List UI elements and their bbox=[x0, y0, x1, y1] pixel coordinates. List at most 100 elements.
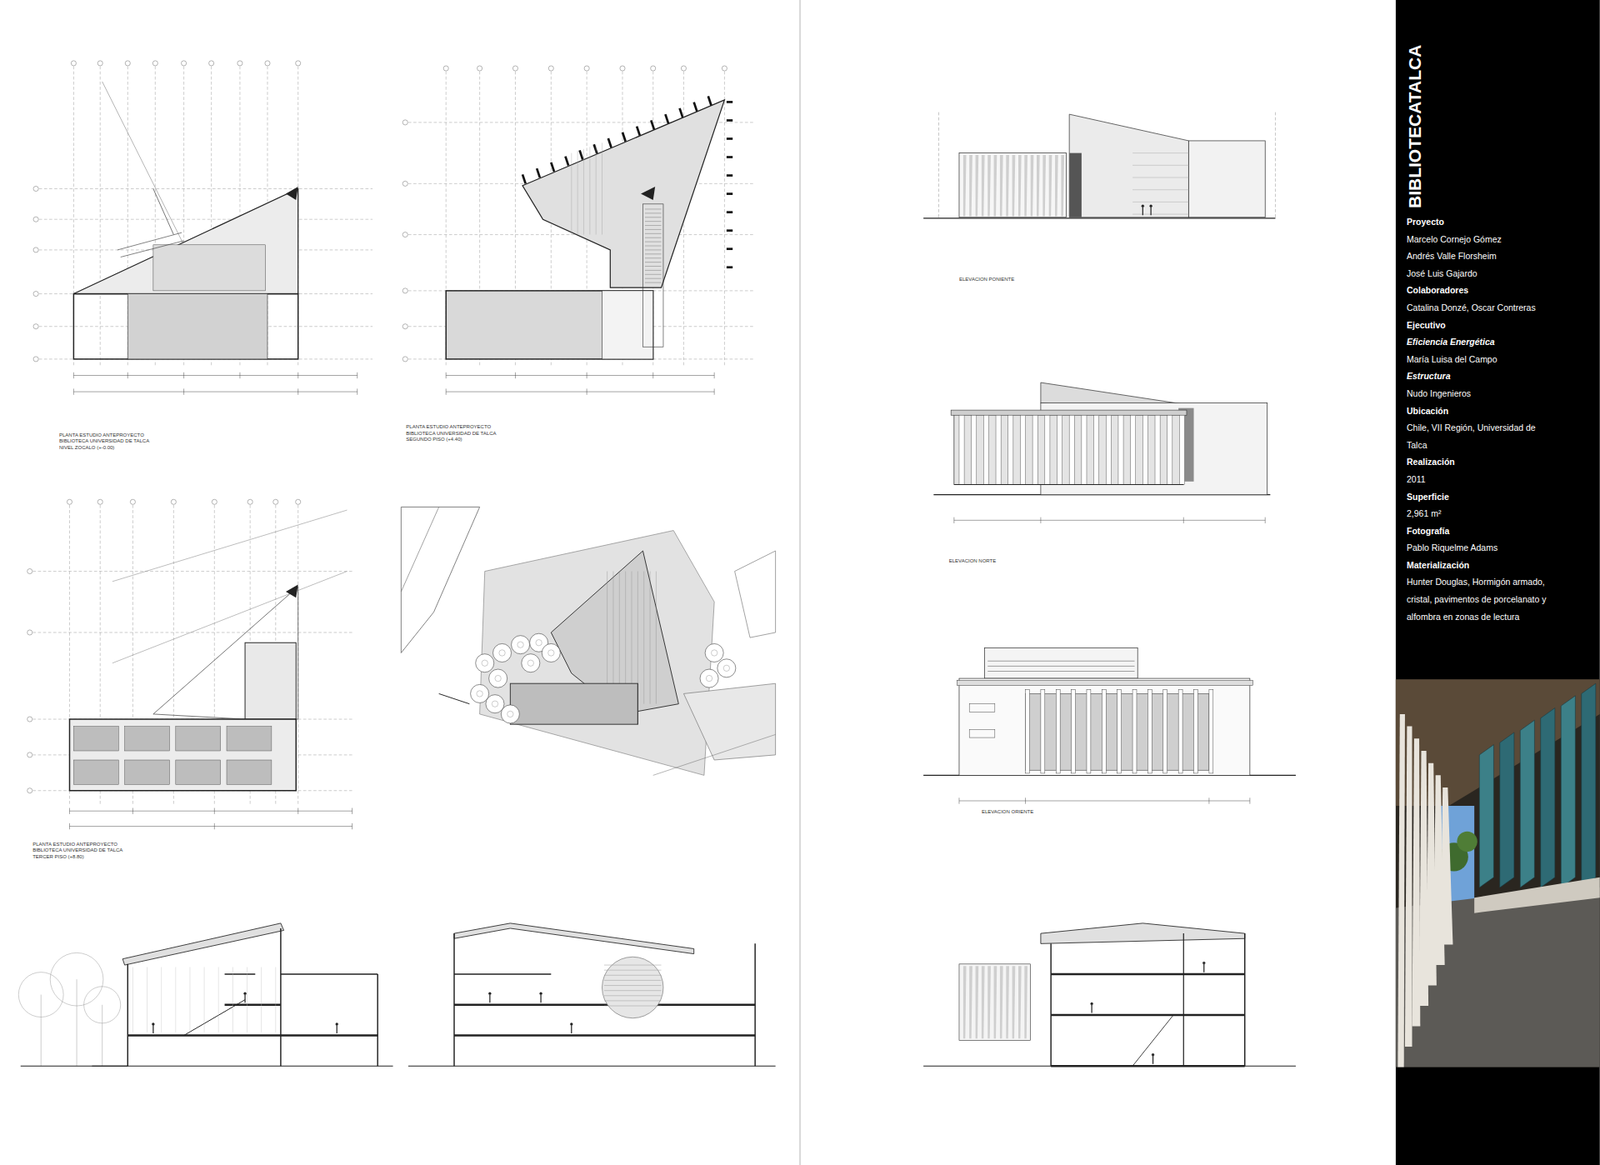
drawing-line bbox=[454, 1004, 755, 1006]
drawing-shape bbox=[1069, 114, 1189, 218]
drawing-circle bbox=[295, 499, 301, 505]
drawing-shape bbox=[1000, 965, 1004, 1039]
drawing-line bbox=[565, 156, 569, 166]
drawing-rect bbox=[1142, 415, 1148, 485]
drawing-line bbox=[1090, 1005, 1092, 1014]
drawing-shape bbox=[994, 155, 998, 216]
drawing-shape bbox=[285, 584, 299, 598]
drawing-line bbox=[102, 81, 185, 245]
drawing-circle bbox=[125, 60, 130, 66]
drawing-line bbox=[376, 974, 378, 1066]
drawing-rect bbox=[985, 647, 1139, 679]
drawing-line bbox=[1132, 152, 1189, 154]
drawing-line bbox=[69, 810, 352, 812]
drawing-rect bbox=[957, 680, 1254, 686]
drawing-rect bbox=[1069, 153, 1082, 218]
drawing-rect bbox=[1008, 415, 1014, 485]
credit-heading: Superficie bbox=[1406, 488, 1549, 506]
drawing-circle bbox=[507, 710, 514, 717]
drawing-rect bbox=[1147, 690, 1152, 774]
drawing-line bbox=[645, 212, 662, 214]
drawing-shape bbox=[1397, 714, 1405, 1068]
drawing-line bbox=[146, 967, 148, 1033]
drawing-rect bbox=[1179, 415, 1185, 485]
drawing-line bbox=[445, 391, 715, 393]
credit-heading: Eficiencia Energética bbox=[1406, 333, 1549, 351]
drawing-line bbox=[20, 1065, 394, 1067]
drawing-rect bbox=[445, 290, 654, 360]
elevation-north bbox=[933, 382, 1270, 524]
drawing-circle bbox=[97, 60, 103, 66]
drawing-line bbox=[40, 995, 42, 1067]
drawing-line bbox=[726, 100, 733, 104]
drawing-line bbox=[1132, 214, 1189, 215]
drawing-shape bbox=[1036, 155, 1040, 216]
drawing-rect bbox=[1055, 690, 1060, 774]
drawing-line bbox=[225, 973, 256, 975]
drawing-line bbox=[297, 372, 299, 379]
drawing-rect bbox=[1081, 415, 1087, 485]
drawing-circle bbox=[475, 654, 495, 673]
drawing-rect bbox=[1056, 415, 1062, 485]
drawing-circle bbox=[470, 684, 490, 703]
drawing-circle bbox=[237, 60, 243, 66]
drawing-line bbox=[645, 270, 662, 271]
drawing-line bbox=[132, 967, 134, 1033]
drawing-line bbox=[604, 970, 662, 971]
drawing-line bbox=[453, 933, 455, 1066]
drawing-line bbox=[1050, 943, 1051, 1066]
drawing-line bbox=[214, 823, 215, 830]
drawing-rect bbox=[1132, 690, 1137, 774]
drawing-line bbox=[73, 375, 357, 376]
drawing-caption: ELEVACION ORIENTE bbox=[981, 809, 1105, 815]
drawing-line bbox=[454, 973, 551, 975]
drawing-circle bbox=[181, 60, 187, 66]
drawing-line bbox=[439, 693, 470, 704]
drawing-rect bbox=[1194, 690, 1199, 774]
drawing-circle bbox=[70, 60, 76, 66]
drawing-line bbox=[132, 808, 134, 815]
drawing-line bbox=[336, 1025, 338, 1034]
drawing-line bbox=[726, 119, 733, 122]
drawing-shape bbox=[1060, 155, 1065, 216]
credit-entry: Nudo Ingenieros bbox=[1406, 385, 1549, 403]
drawing-shape bbox=[1474, 877, 1600, 914]
drawing-line bbox=[1132, 201, 1189, 203]
drawing-line bbox=[1203, 964, 1205, 973]
drawing-shape bbox=[963, 965, 967, 1039]
drawing-line bbox=[297, 808, 299, 815]
drawing-line bbox=[694, 102, 698, 112]
drawing-circle bbox=[402, 120, 408, 125]
drawing-line bbox=[953, 517, 955, 524]
drawing-line bbox=[650, 120, 655, 130]
drawing-line bbox=[604, 995, 662, 996]
drawing-line bbox=[595, 145, 597, 235]
drawing-line bbox=[1050, 973, 1245, 975]
drawing-rect bbox=[959, 964, 1031, 1041]
drawing-line bbox=[540, 995, 541, 1004]
drawing-line bbox=[923, 1065, 1296, 1067]
drawing-line bbox=[1050, 1065, 1245, 1067]
credit-heading: Realización bbox=[1406, 453, 1549, 471]
drawing-line bbox=[938, 112, 940, 219]
drawing-line bbox=[570, 1025, 572, 1034]
drawing-line bbox=[645, 225, 662, 226]
drawing-rect bbox=[1071, 690, 1076, 774]
drawing-line bbox=[445, 388, 447, 395]
drawing-rect bbox=[153, 245, 266, 291]
credit-heading: Fotografía bbox=[1406, 522, 1549, 540]
drawing-rect bbox=[1069, 415, 1075, 485]
drawing-line bbox=[645, 265, 662, 267]
sheet-title: BIBLIOTECATALCA bbox=[1405, 45, 1425, 209]
drawing-rect bbox=[1163, 690, 1168, 774]
drawing-circle bbox=[527, 660, 534, 666]
plan-second-floor bbox=[402, 65, 755, 395]
drawing-line bbox=[680, 108, 684, 118]
drawing-circle bbox=[27, 788, 33, 794]
drawing-shape bbox=[987, 155, 991, 216]
drawing-circle bbox=[402, 231, 408, 237]
drawing-line bbox=[1150, 207, 1152, 216]
drawing-line bbox=[645, 229, 662, 230]
drawing-line bbox=[152, 1025, 154, 1034]
drawing-circle bbox=[27, 752, 33, 758]
